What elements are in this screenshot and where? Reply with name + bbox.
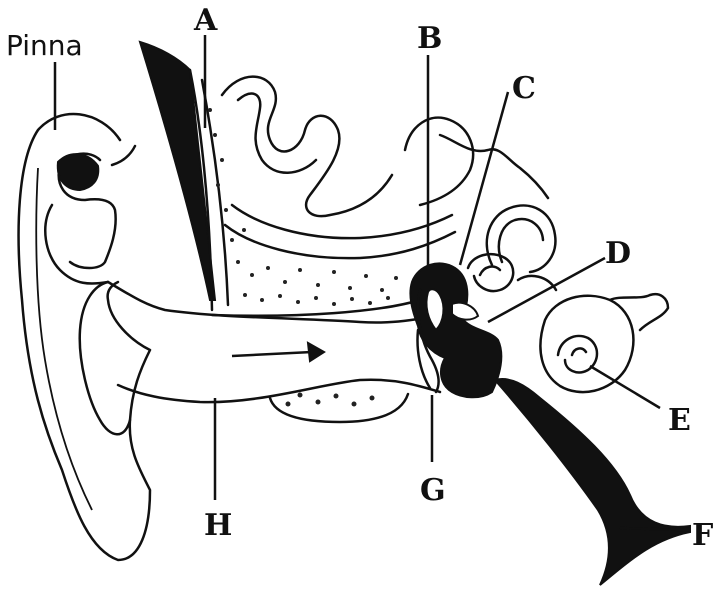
label-b: B: [417, 21, 442, 56]
label-f: F: [692, 518, 713, 553]
label-h: H: [204, 508, 232, 543]
label-g: G: [420, 473, 446, 508]
label-a: A: [193, 3, 218, 38]
middle-ear: [410, 263, 501, 397]
label-pinna: Pinna: [6, 29, 83, 62]
label-c: C: [512, 71, 536, 106]
outer-ear: [19, 114, 150, 560]
ear-canal: [108, 282, 440, 422]
label-d: D: [605, 236, 631, 271]
eustachian-tube: [495, 379, 690, 585]
label-e: E: [668, 403, 691, 438]
